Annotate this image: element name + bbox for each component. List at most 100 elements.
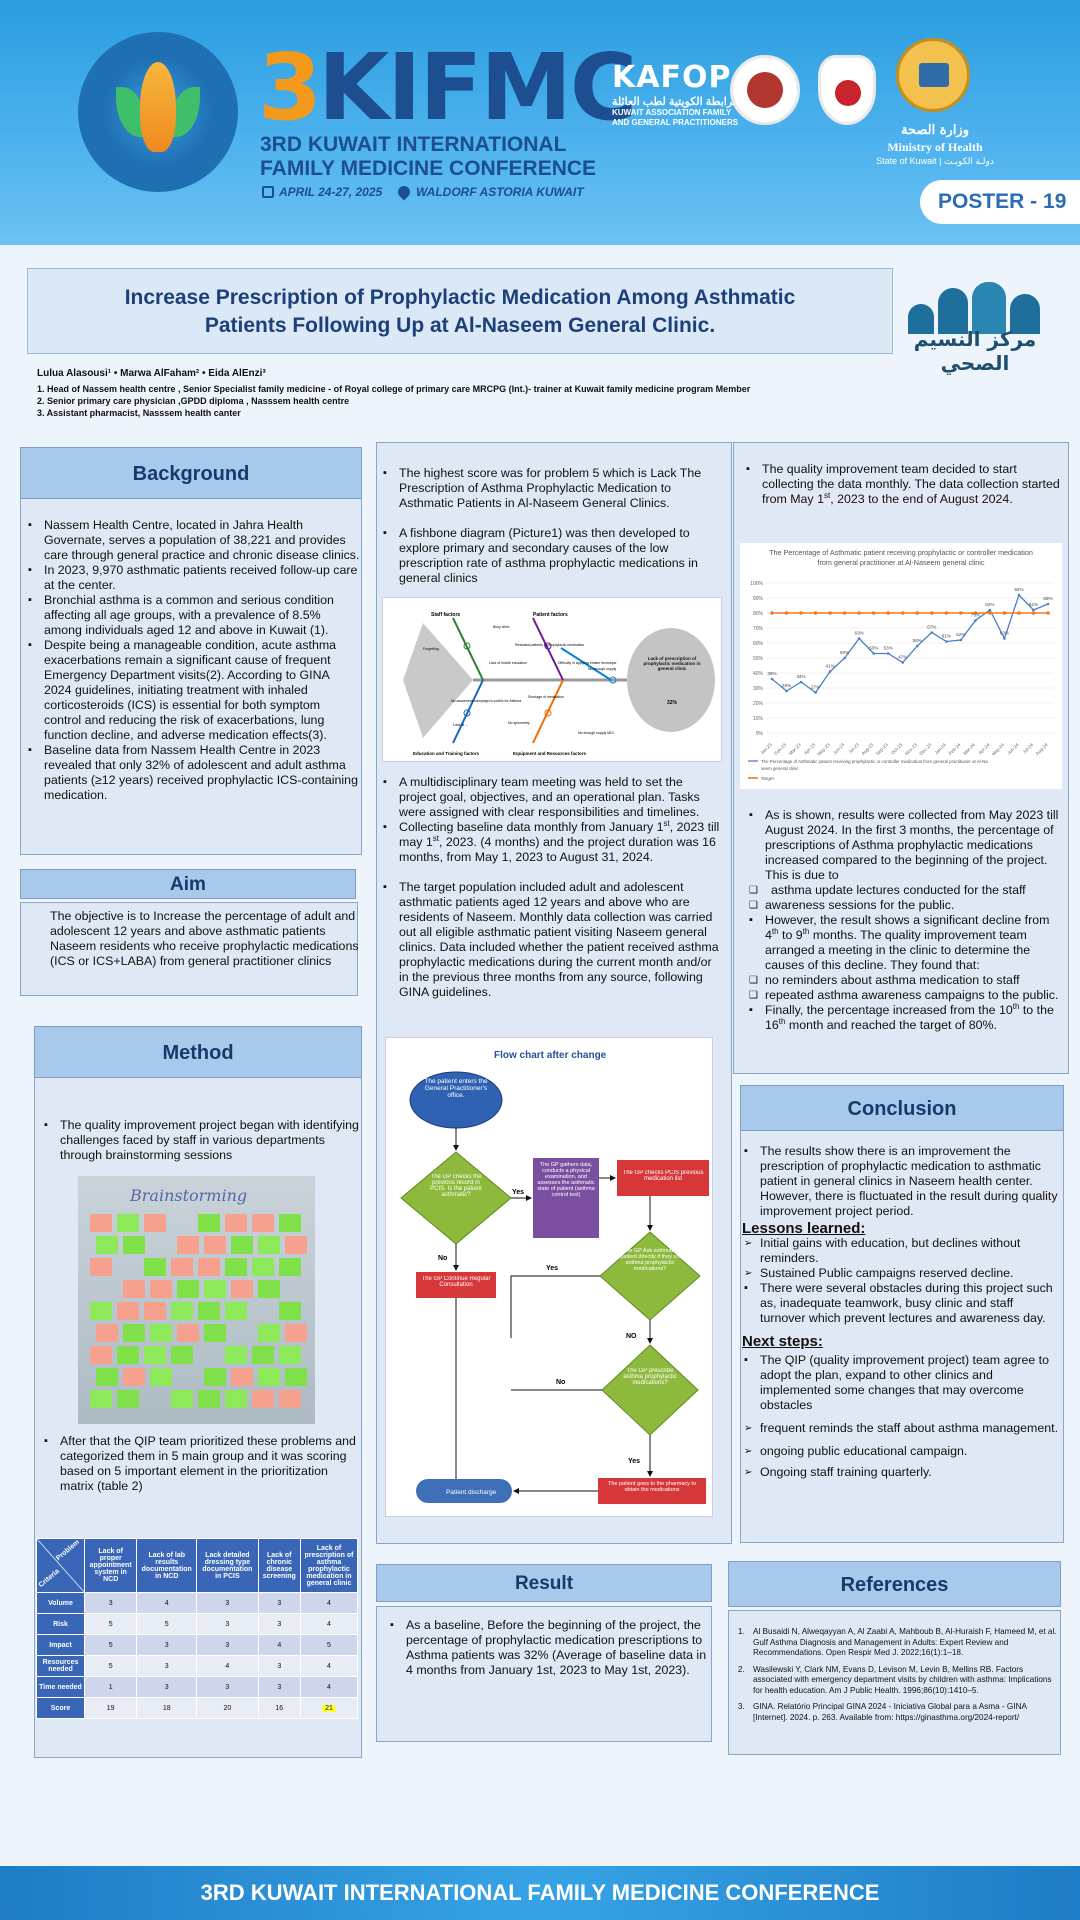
data-point [915,644,919,648]
matrix-cell: 20 [196,1697,259,1719]
fish-tail-icon [403,623,473,738]
reference-item: Al Busaidi N, Alweqayyan A, Al Zaabi A, … [747,1627,1058,1659]
data-label: 53% [884,646,893,651]
sticky-note-icon [150,1324,172,1342]
matrix-cell: 3 [257,1613,301,1635]
society-crest-icon [818,55,876,125]
target-point [770,611,774,615]
sticky-note-icon [252,1214,274,1232]
y-tick-label: 90% [753,596,764,602]
list-item: ongoing public educational campaign. [742,1444,1062,1459]
data-point [872,652,875,655]
sticky-note-icon [90,1214,112,1232]
matrix-cell: 1 [83,1676,138,1698]
x-tick-label: Jul-23 [847,742,860,755]
sticky-note-icon [96,1368,118,1386]
sticky-note-icon [123,1280,145,1298]
legend-entry: Target [761,776,774,781]
svg-text:Yes: Yes [512,1189,524,1196]
data-point [945,640,948,643]
matrix-cell: 5 [136,1613,198,1635]
data-label: 53% [869,646,878,651]
matrix-cell: 3 [83,1592,138,1614]
sticky-note-icon [225,1258,247,1276]
target-point [973,611,978,615]
list-item: Sustained Public campaigns reserved decl… [742,1266,1062,1281]
matrix-cell: 5 [83,1655,138,1677]
sticky-note-icon [252,1390,274,1408]
sticky-note-icon [90,1302,112,1320]
references-panel [728,1610,1061,1755]
poster-number-badge: POSTER - 19 [920,180,1080,224]
data-label: 50% [840,650,849,655]
y-tick-label: 80% [753,611,764,617]
target-point [1046,611,1050,615]
sticky-note-icon [171,1258,193,1276]
data-point [901,661,905,664]
data-label: 75% [971,613,980,618]
list-item: Initial gains with education, but declin… [742,1236,1062,1266]
y-tick-label: 50% [753,656,764,662]
x-tick-label: Jul-24 [1022,742,1035,755]
results-line-chart: The Percentage of Asthmatic patient rece… [740,543,1062,789]
list-item: There were several obstacles during this… [742,1281,1062,1326]
conference-venue: WALDORF ASTORIA KUWAIT [395,183,584,201]
matrix-cell: 4 [299,1592,359,1614]
list-item: awareness sessions for the public. [747,898,1059,913]
flow-gather-node [533,1158,599,1238]
legend-entry: The Percentage of Asthmatic patient rece… [761,759,988,764]
data-label: 28% [782,683,791,688]
sticky-note-icon [90,1390,112,1408]
matrix-cell: 3 [196,1634,259,1656]
list-item: repeated asthma awareness campaigns to t… [747,988,1059,1003]
list-item: The results show there is an improvement… [742,1144,1062,1219]
location-pin-icon [395,183,413,201]
aim-text: The objective is to Increase the percent… [50,909,359,968]
sticky-note-icon [198,1258,220,1276]
matrix-cell: 3 [257,1676,301,1698]
sticky-note-icon [285,1236,307,1254]
target-point [1017,611,1021,615]
data-point [886,652,890,655]
data-label: 58% [913,638,922,643]
fishbone-svg: Staff factors Patient factors Education … [403,612,715,756]
data-point [988,608,992,612]
data-label: 62% [956,632,965,637]
list-item: A multidisciplinary team meeting was hel… [381,775,721,820]
fishbone-cause: No awareness campaign to public for Asth… [451,699,521,703]
sticky-note-icon [258,1280,280,1298]
target-point [871,611,876,615]
conference-acronym: KIFMC [318,34,637,141]
conference-header: 3 KIFMC 3RD KUWAIT INTERNATIONAL FAMILY … [0,0,1080,245]
y-tick-label: 30% [753,686,764,692]
matrix-cell: 5 [83,1613,138,1635]
sticky-note-icon [231,1236,253,1254]
fishbone-cause: Difficulty in applying inhaler technique [558,661,617,665]
matrix-row-header: Volume [36,1592,85,1614]
x-tick-label: Nov-23 [904,742,918,756]
x-tick-label: Dec-23 [918,742,932,756]
references-list: Al Busaidi N, Alweqayyan A, Al Zaabi A, … [733,1627,1058,1729]
data-point [1032,608,1035,612]
fishbone-cause: Lack of health education [489,661,527,665]
data-label: 61% [942,634,951,639]
list-item: The QIP (quality improvement project) te… [742,1353,1062,1413]
conference-number: 3 [258,34,323,141]
sticky-note-icon [225,1302,247,1320]
affiliation-1: 1. Head of Nassem health centre , Senior… [37,384,751,394]
references-heading: References [728,1561,1061,1607]
aim-heading: Aim [20,869,356,899]
target-point [886,611,891,615]
sticky-note-icon [285,1368,307,1386]
list-item: Collecting baseline data monthly from Ja… [381,819,721,865]
sticky-note-icon [144,1302,166,1320]
fishbone-diagram: Staff factors Patient factors Education … [382,597,722,762]
middle-text-2: A multidisciplinary team meeting was hel… [381,775,721,1000]
sticky-note-icon [204,1324,226,1342]
list-item: Nassem Health Centre, located in Jahra H… [26,518,360,563]
matrix-cell: 3 [196,1592,259,1614]
sticky-note-icon [279,1258,301,1276]
matrix-cell: 4 [196,1655,259,1677]
